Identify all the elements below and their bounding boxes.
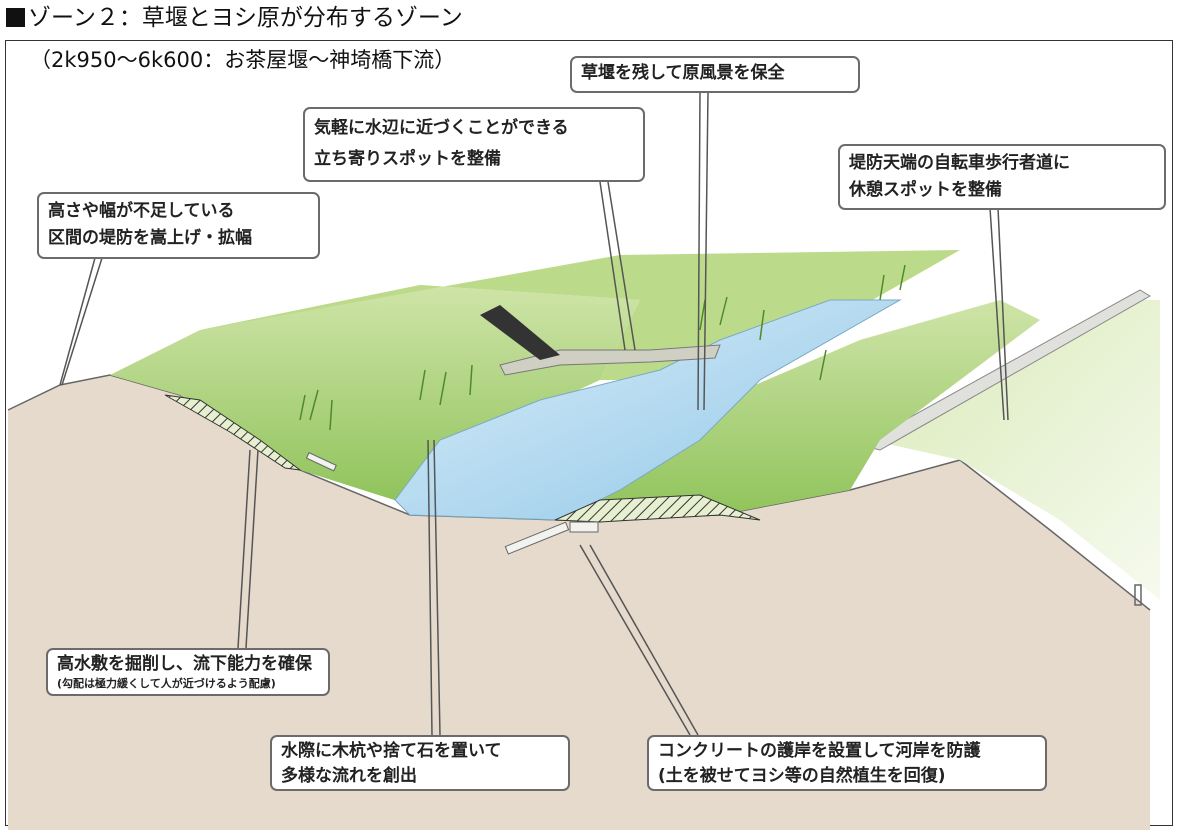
excavated-area-left — [164, 394, 302, 471]
wooden-pile — [305, 452, 337, 472]
concrete-block — [504, 521, 570, 555]
zone-heading-text: ゾーン２：草堰とヨシ原が分布するゾーン — [28, 5, 463, 31]
callout-levee-line1: 高さや幅が不足している — [48, 201, 235, 221]
right-floodplain-grass — [560, 300, 1040, 520]
callout-revetment: コンクリートの護岸を設置して河岸を防護 (土を被せてヨシ等の自然植生を回復) — [647, 735, 1047, 791]
right-embankment-slope — [870, 300, 1160, 600]
callout-revetment-line1: コンクリートの護岸を設置して河岸を防護 — [658, 741, 981, 761]
callout-excavate-line2: (勾配は極力緩くして人が近づけるよう配慮) — [57, 677, 276, 690]
callout-flow-line2: 多様な流れを創出 — [281, 766, 417, 786]
callout-rest-line2: 休憩スポットを整備 — [849, 180, 1002, 200]
callout-spot-line1: 気軽に水辺に近づくことができる — [314, 118, 569, 138]
callout-waterside-spot: 気軽に水辺に近づくことができる 立ち寄りスポットを整備 — [303, 107, 645, 182]
callout-rest-line1: 堤防天端の自転車歩行者道に — [849, 153, 1070, 173]
callout-levee-line2: 区間の堤防を嵩上げ・拡幅 — [48, 228, 252, 248]
left-bank-grass — [110, 285, 640, 505]
zone-subheading: （2k950～6k600：お茶屋堰～神埼橋下流） — [30, 47, 460, 73]
leader-lines — [59, 91, 1009, 736]
reed-tufts — [299, 264, 906, 431]
revetment-area — [554, 494, 761, 523]
dark-channel — [480, 305, 560, 360]
concrete-block-2 — [569, 521, 599, 533]
zone-heading: ゾーン２：草堰とヨシ原が分布するゾーン — [6, 3, 463, 33]
callout-weir: 草堰を残して原風景を保全 — [570, 56, 860, 93]
callout-excavate-line1: 高水敷を掘削し、流下能力を確保 — [57, 654, 312, 674]
callout-diverse-flow: 水際に木杭や捨て石を置いて 多様な流れを創出 — [270, 735, 570, 791]
soil-cross-section — [8, 375, 1150, 830]
callout-weir-text: 草堰を残して原風景を保全 — [581, 63, 785, 83]
callout-spot-line2: 立ち寄りスポットを整備 — [314, 149, 501, 169]
callout-flow-line1: 水際に木杭や捨て石を置いて — [281, 741, 502, 761]
callout-revetment-line2: (土を被せてヨシ等の自然植生を回復) — [658, 766, 946, 786]
square-bullet-icon — [6, 8, 25, 27]
bridge-post — [1134, 584, 1142, 606]
callout-rest-spot: 堤防天端の自転車歩行者道に 休憩スポットを整備 — [838, 144, 1166, 210]
upper-meadow — [200, 250, 960, 380]
callout-excavation: 高水敷を掘削し、流下能力を確保 (勾配は極力緩くして人が近づけるよう配慮) — [46, 648, 330, 696]
callout-levee: 高さや幅が不足している 区間の堤防を嵩上げ・拡幅 — [37, 192, 320, 259]
